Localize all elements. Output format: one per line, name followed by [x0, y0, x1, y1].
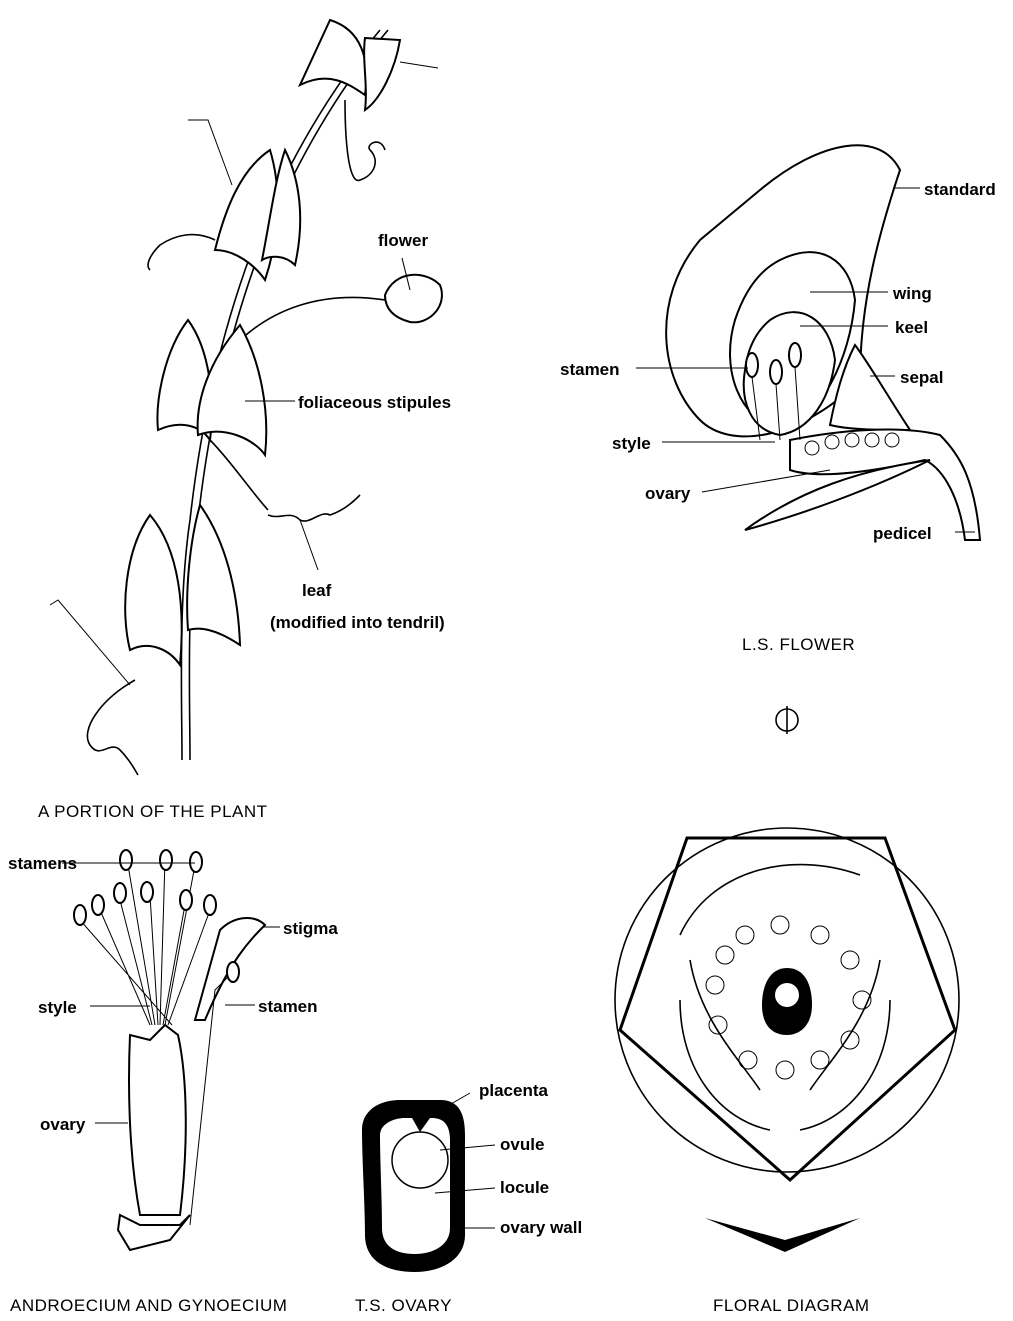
label-style-ls: style [612, 434, 651, 453]
label-leaf-note: (modified into tendril) [270, 613, 445, 632]
label-wing: wing [892, 284, 932, 303]
flower-bud [385, 275, 442, 323]
ovary-body [129, 1025, 186, 1215]
anther-3 [789, 343, 801, 367]
orientation-symbol [776, 706, 798, 734]
caption-androecium: ANDROECIUM AND GYNOECIUM [10, 1296, 287, 1315]
caption-plant: A PORTION OF THE PLANT [38, 802, 268, 821]
stamen-anther-2 [74, 905, 86, 925]
label-stigma: stigma [283, 919, 338, 938]
calyx-base [118, 1215, 190, 1250]
tendril-top [400, 62, 438, 68]
androecium-drawing [62, 850, 280, 1250]
stamen-anther-1 [92, 895, 104, 915]
label-stamens: stamens [8, 854, 77, 873]
ovule [392, 1132, 448, 1188]
stipule-mid-left [215, 150, 278, 280]
stamen-anther-6 [160, 850, 172, 870]
stamen-anther-4 [120, 850, 132, 870]
label-leaf: leaf [302, 581, 332, 600]
label-ovary-ls: ovary [645, 484, 691, 503]
label-keel: keel [895, 318, 928, 337]
caption-ts-ovary: T.S. OVARY [355, 1296, 452, 1315]
tendril-stalk [210, 440, 268, 510]
tendril-coil-left [148, 235, 215, 270]
stamen-anther-5 [141, 882, 153, 902]
ts-ovary-drawing [362, 1093, 495, 1272]
free-stamen-anther [227, 962, 239, 982]
label-ovary-wall: ovary wall [500, 1218, 582, 1237]
label-ovary-ag: ovary [40, 1115, 86, 1134]
stipule-top-2 [364, 38, 400, 110]
tendril-coil-mid [268, 495, 360, 521]
label-style-ag: style [38, 998, 77, 1017]
tendril-stub-left [188, 120, 232, 185]
floral-diagram-drawing [615, 828, 959, 1252]
label-stamen-ag: stamen [258, 997, 318, 1016]
stipule-low-right [187, 505, 240, 645]
flower-stalk [235, 297, 385, 345]
anther-1 [746, 353, 758, 377]
tendril-stub-low [50, 600, 130, 685]
caption-floral-diagram: FLORAL DIAGRAM [713, 1296, 870, 1315]
leader-ovary [702, 470, 830, 492]
stamen-anther-7 [180, 890, 192, 910]
tendril-coil-low [87, 680, 138, 775]
stamen-anther-8 [190, 852, 202, 872]
stamen-anther-3 [114, 883, 126, 903]
label-sepal: sepal [900, 368, 943, 387]
label-ovule: ovule [500, 1135, 544, 1154]
ls-flower-drawing [636, 145, 980, 540]
label-flower: flower [378, 231, 428, 250]
label-foliaceous-stipules: foliaceous stipules [298, 393, 451, 412]
anther-2 [770, 360, 782, 384]
stipule-top [300, 20, 366, 95]
stamen-anther-9 [204, 895, 216, 915]
leader-leaf [300, 520, 318, 570]
label-pedicel: pedicel [873, 524, 932, 543]
free-stamen [190, 975, 230, 1225]
label-placenta: placenta [479, 1081, 549, 1100]
label-stamen-ls: stamen [560, 360, 620, 379]
tendril-coil-upper [345, 100, 385, 180]
stipule-low-left [125, 515, 182, 665]
caption-ls-flower: L.S. FLOWER [742, 635, 855, 654]
label-standard: standard [924, 180, 996, 199]
gynoecium-locule [775, 983, 799, 1007]
bract [705, 1218, 860, 1252]
label-locule: locule [500, 1178, 549, 1197]
